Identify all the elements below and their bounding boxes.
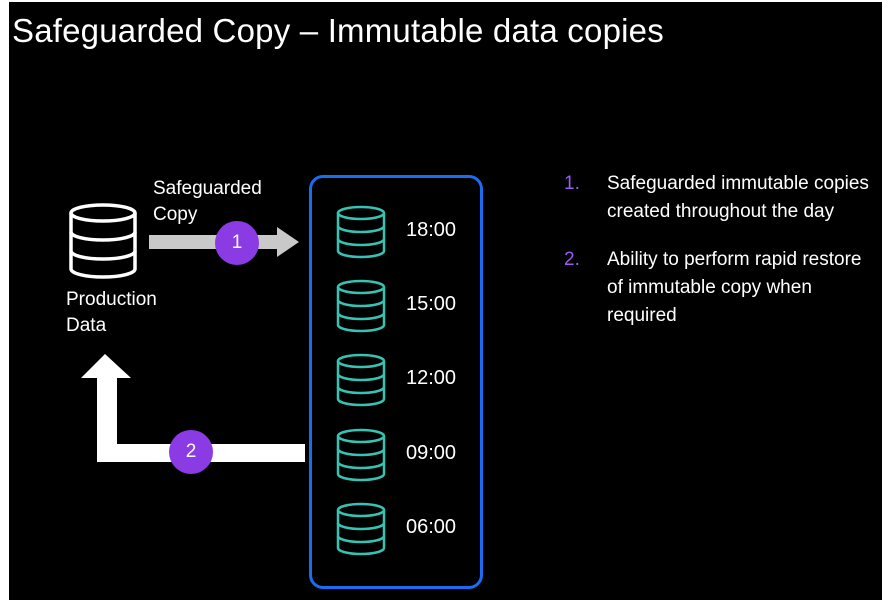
snapshot-row: 15:00 bbox=[334, 279, 474, 339]
step-text: Ability to perform rapid restore of immu… bbox=[607, 249, 862, 326]
snapshot-row: 12:00 bbox=[334, 353, 474, 413]
snapshot-database-icon bbox=[334, 353, 388, 414]
snapshot-time: 15:00 bbox=[406, 293, 457, 315]
step-number: 2. bbox=[564, 249, 580, 270]
snapshot-row: 09:00 bbox=[334, 428, 474, 488]
slide: Safeguarded Copy – Immutable data copies… bbox=[9, 2, 882, 600]
production-data-label: Production Data bbox=[66, 287, 157, 339]
production-label-line1: Production bbox=[66, 289, 157, 310]
snapshot-time: 06:00 bbox=[406, 516, 457, 538]
snapshot-row: 18:00 bbox=[334, 205, 474, 265]
snapshot-row: 06:00 bbox=[334, 502, 474, 562]
snapshot-time: 18:00 bbox=[406, 219, 457, 241]
step-number: 1. bbox=[564, 173, 580, 194]
step-2-badge: 2 bbox=[169, 430, 213, 474]
step-item: 1. Safeguarded immutable copies created … bbox=[564, 170, 876, 226]
snapshot-container: 18:00 15:00 12:00 09:00 06:00 bbox=[309, 175, 483, 589]
step-item: 2. Ability to perform rapid restore of i… bbox=[564, 246, 876, 330]
restore-arrow-icon bbox=[81, 354, 305, 462]
safeguarded-copy-label: Safeguarded Copy bbox=[153, 176, 262, 228]
production-database-icon bbox=[65, 203, 141, 284]
snapshot-database-icon bbox=[334, 205, 388, 266]
production-label-line2: Data bbox=[66, 315, 107, 336]
snapshot-database-icon bbox=[334, 428, 388, 489]
step-1-badge: 1 bbox=[215, 221, 259, 265]
snapshot-time: 09:00 bbox=[406, 442, 457, 464]
copy-label-line1: Safeguarded bbox=[153, 178, 262, 199]
snapshot-database-icon bbox=[334, 502, 388, 563]
snapshot-time: 12:00 bbox=[406, 367, 457, 389]
step-text: Safeguarded immutable copies created thr… bbox=[607, 173, 869, 222]
steps-list: 1. Safeguarded immutable copies created … bbox=[564, 170, 876, 350]
snapshot-database-icon bbox=[334, 279, 388, 340]
slide-title: Safeguarded Copy – Immutable data copies bbox=[12, 12, 664, 49]
copy-label-line2: Copy bbox=[153, 204, 198, 225]
